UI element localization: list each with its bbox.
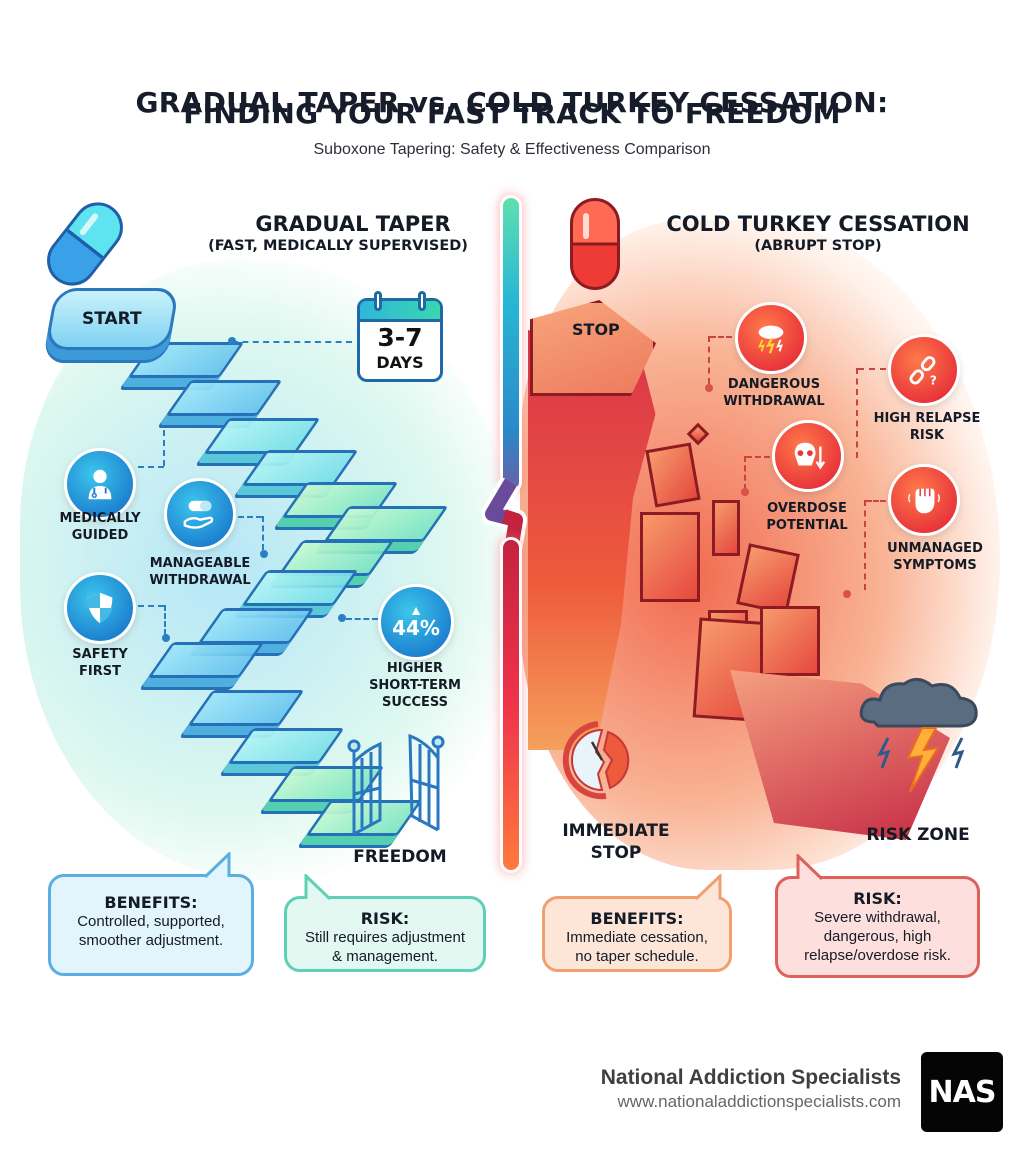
start-platform: START	[44, 288, 180, 350]
callout-tail	[796, 854, 824, 880]
connector-line	[138, 605, 164, 607]
connector-dot	[741, 488, 749, 496]
left-section-title: GRADUAL TAPER	[255, 212, 451, 236]
callout-tail	[304, 874, 332, 900]
success-percent: 44%	[392, 616, 440, 640]
right-section-title: COLD TURKEY CESSATION	[666, 212, 970, 236]
connector-line	[744, 456, 746, 490]
brand-url[interactable]: www.nationaladdictionspecialists.com	[617, 1092, 901, 1111]
connector-line	[866, 500, 886, 502]
doctor-icon	[64, 448, 136, 520]
calendar-icon: 3-7 DAYS	[357, 291, 443, 382]
connector-line	[346, 618, 378, 620]
main-title-line1: GRADUAL TAPER vs. COLD TURKEY CESSATION:	[135, 86, 889, 119]
connector-line	[232, 341, 352, 343]
callout-cold-turkey-benefits: BENEFITS: Immediate cessation, no taper …	[542, 896, 732, 972]
storm-cloud-icon	[735, 302, 807, 374]
connector-line	[858, 368, 886, 370]
storm-cloud-lightning-icon	[859, 678, 978, 793]
callout-gradual-risk: RISK: Still requires adjustment & manage…	[284, 896, 486, 972]
open-gate-icon	[347, 733, 445, 836]
pill-hand-icon	[164, 478, 236, 550]
stop-label: STOP	[572, 320, 620, 339]
connector-line	[238, 516, 262, 518]
connector-dot	[228, 337, 236, 345]
svg-text:?: ?	[930, 373, 937, 387]
connector-dot	[705, 384, 713, 392]
broken-clock-icon	[562, 721, 630, 800]
connector-line	[856, 368, 858, 458]
duration-number: 3-7	[377, 323, 423, 352]
shield-icon	[64, 572, 136, 644]
blue-pill-icon	[36, 192, 134, 296]
connector-line	[138, 466, 164, 468]
callout-cold-turkey-risk: RISK: Severe withdrawal, dangerous, high…	[775, 876, 980, 978]
fist-icon	[888, 464, 960, 536]
freedom-label: FREEDOM	[353, 847, 447, 867]
left-section-subtitle: (FAST, MEDICALLY SUPERVISED)	[208, 238, 468, 254]
connector-line	[864, 500, 866, 590]
red-pill-icon	[570, 198, 620, 290]
nas-logo: NAS	[921, 1052, 1003, 1132]
risk-zone-label: RISK ZONE	[866, 825, 970, 845]
start-label: START	[82, 309, 142, 329]
connector-dot	[843, 590, 851, 598]
connector-line	[746, 456, 770, 458]
connector-line	[163, 430, 165, 466]
connector-line	[262, 516, 264, 550]
connector-dot	[338, 614, 346, 622]
rock-fragment	[645, 442, 701, 508]
callout-tail	[205, 852, 231, 878]
connector-dot	[162, 634, 170, 642]
connector-line	[708, 336, 710, 384]
rock-fragment	[640, 512, 700, 602]
callout-gradual-benefits: BENEFITS: Controlled, supported, smoothe…	[48, 874, 254, 976]
divider-bottom-bar	[503, 540, 519, 870]
duration-unit: DAYS	[376, 353, 424, 372]
brand-name: National Addiction Specialists	[600, 1066, 901, 1089]
rock-fragment	[760, 606, 820, 676]
skull-down-icon	[772, 420, 844, 492]
connector-line	[164, 605, 166, 635]
connector-dot	[260, 550, 268, 558]
callout-tail	[696, 874, 722, 900]
percent-up-icon: ▲ 44%	[378, 584, 454, 660]
subtitle: Suboxone Tapering: Safety & Effectivenes…	[313, 141, 711, 158]
right-section-subtitle: (ABRUPT STOP)	[754, 238, 882, 254]
main-title-line2: FINDING YOUR FAST TRACK TO FREEDOM	[183, 97, 841, 130]
divider-top-bar	[503, 198, 519, 490]
broken-chain-icon: ?	[888, 334, 960, 406]
connector-line	[710, 336, 732, 338]
rock-fragment	[712, 500, 740, 556]
